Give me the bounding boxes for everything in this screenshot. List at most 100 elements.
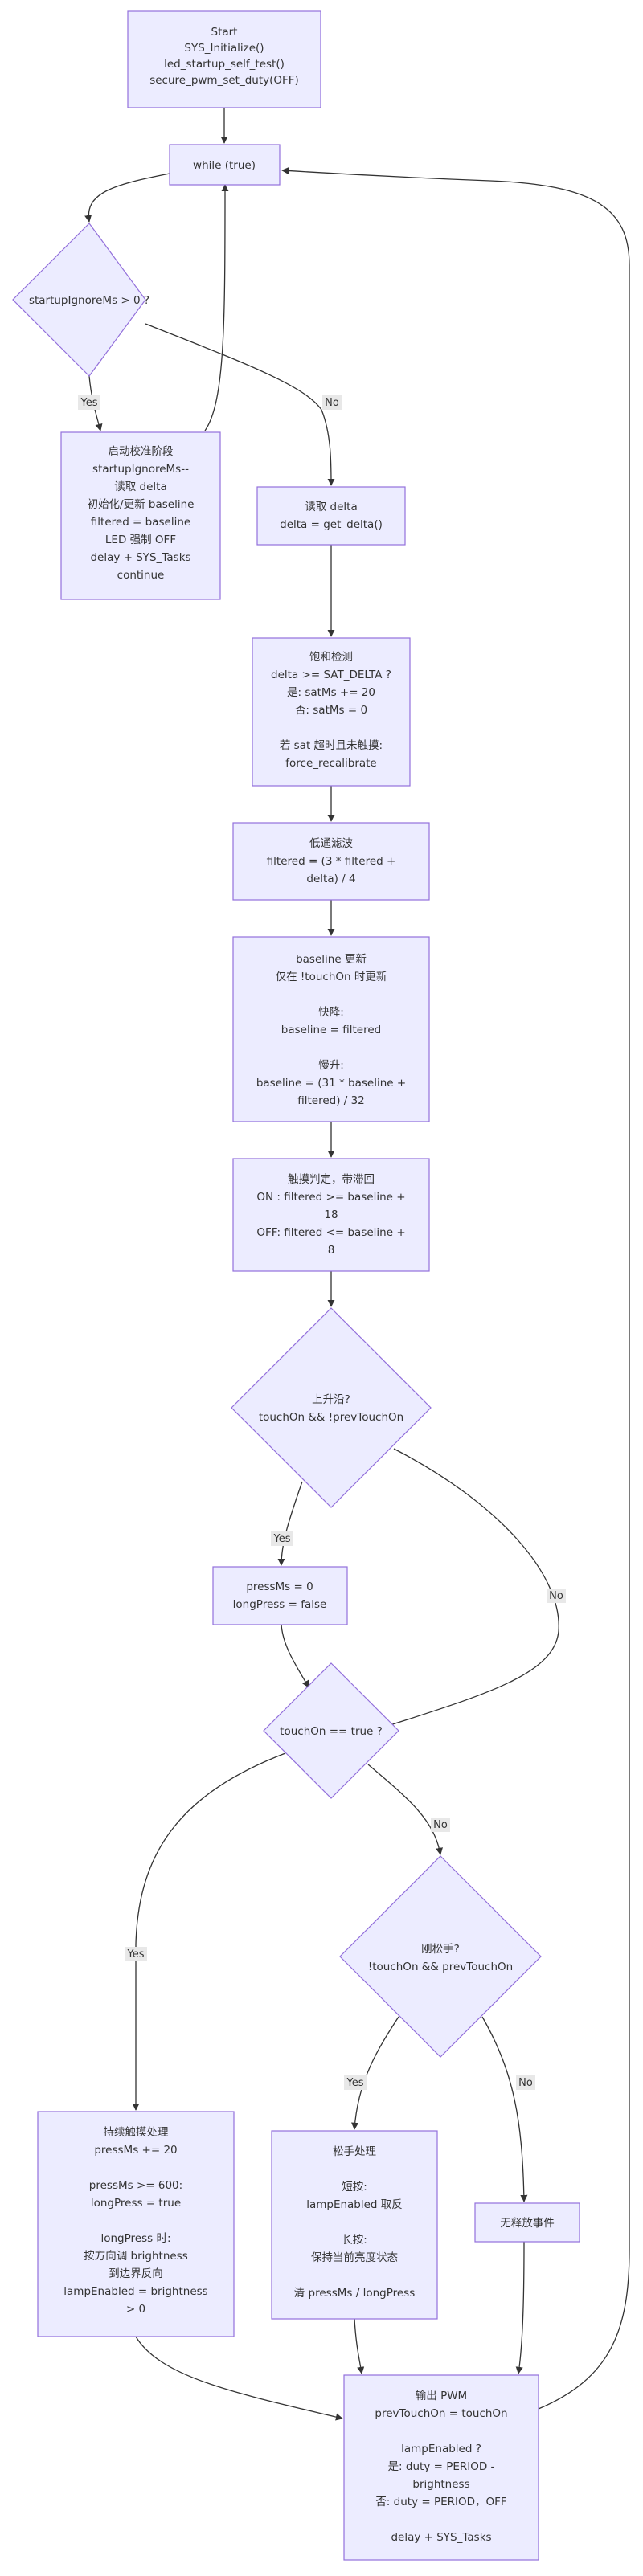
output-line: lampEnabled ? xyxy=(401,2443,481,2455)
edge-touch-no xyxy=(367,1764,443,1855)
edge-no-event-to-output xyxy=(515,2241,525,2374)
node-loop-box xyxy=(169,144,281,186)
baseline-line: 快降: xyxy=(318,1006,344,1019)
node-no-event-box xyxy=(474,2202,580,2243)
node-baseline-box xyxy=(232,936,430,1122)
edge-labels: Yes No Yes No Yes No Yes No xyxy=(78,395,566,2090)
output-line: delay + SYS_Tasks xyxy=(391,2531,491,2544)
node-no-event: 无释放事件 xyxy=(474,2202,580,2243)
startup-phase-line: 启动校准阶段 xyxy=(109,444,174,458)
touch-on-check-line: touchOn == true ? xyxy=(280,1725,383,1738)
output-line: 是: duty = PERIOD - xyxy=(388,2460,495,2473)
label-rising-no-text: No xyxy=(549,1590,563,1602)
startup-phase-line: 初始化/更新 baseline xyxy=(88,497,195,511)
node-release: 松手处理 短按:lampEnabled 取反 长按:保持当前亮度状态 清 pre… xyxy=(271,2130,438,2320)
node-touch-on-check: touchOn == true ? xyxy=(263,1662,399,1799)
label-released-no-text: No xyxy=(518,2077,533,2089)
release-line: 清 pressMs / longPress xyxy=(294,2287,415,2300)
release-line: 短按: xyxy=(342,2181,367,2194)
baseline-line xyxy=(330,988,333,1001)
saturation-line: 否: satMs = 0 xyxy=(295,704,367,717)
label-released-no: No xyxy=(516,2075,535,2090)
released-check-line: !touchOn && prevTouchOn xyxy=(368,1961,513,1973)
release-line xyxy=(353,2216,356,2229)
node-lowpass-box xyxy=(232,822,430,901)
hold-line: longPress = true xyxy=(91,2197,181,2210)
node-no-event-text: 无释放事件 xyxy=(500,2217,555,2230)
edges xyxy=(84,108,630,2421)
edge-released-no xyxy=(481,2016,528,2202)
saturation-line: force_recalibrate xyxy=(285,757,377,770)
no-event-line: 无释放事件 xyxy=(500,2217,555,2230)
release-line: lampEnabled 取反 xyxy=(306,2198,403,2211)
output-line: 输出 PWM xyxy=(416,2390,467,2402)
press-reset-line: longPress = false xyxy=(233,1598,327,1611)
node-released-check-diamond xyxy=(339,1855,542,2058)
node-read-delta-box xyxy=(256,486,406,546)
baseline-line xyxy=(330,1041,333,1054)
node-press-reset-box xyxy=(212,1566,348,1625)
node-touch-judge-box xyxy=(232,1158,430,1272)
label-startup-no: No xyxy=(322,395,342,410)
edge-released-yes xyxy=(351,2016,399,2130)
label-touch-no-bg xyxy=(431,1818,450,1832)
edge-release-to-output xyxy=(354,2318,365,2374)
hold-line: longPress 时: xyxy=(100,2232,170,2245)
output-line: 否: duty = PERIOD，OFF xyxy=(375,2496,506,2509)
edge-touch-yes xyxy=(132,1752,286,2111)
node-released-check-text: 刚松手?!touchOn && prevTouchOn xyxy=(368,1943,513,1973)
startup-phase-line: continue xyxy=(117,569,165,582)
release-line xyxy=(353,2163,356,2176)
baseline-line: baseline = filtered xyxy=(281,1024,381,1037)
node-hold-box xyxy=(37,2111,235,2337)
touch-judge-line: ON : filtered >= baseline + xyxy=(256,1191,405,1204)
node-release-text: 松手处理 短按:lampEnabled 取反 长按:保持当前亮度状态 清 pre… xyxy=(294,2145,415,2300)
node-output-text: 输出 PWM prevTouchOn = touchOn lampEnabled … xyxy=(375,2390,507,2544)
edge-output-to-loop xyxy=(281,166,630,2410)
edge-press-to-touch-check xyxy=(281,1624,309,1688)
lowpass-line: delta) / 4 xyxy=(306,873,355,885)
output-line: brightness xyxy=(412,2478,469,2491)
label-released-yes-text: Yes xyxy=(346,2077,364,2089)
saturation-line: 若 sat 超时且未触摸: xyxy=(280,739,383,752)
node-press-reset-text: pressMs = 0 longPress = false xyxy=(233,1580,327,1611)
label-startup-no-bg xyxy=(322,395,342,410)
label-touch-yes-bg xyxy=(125,1947,147,1961)
rising-edge-line: touchOn && !prevTouchOn xyxy=(259,1411,403,1424)
startup-phase-line: delay + SYS_Tasks xyxy=(90,551,190,564)
baseline-line: 仅在 !touchOn 时更新 xyxy=(276,971,387,983)
hold-line xyxy=(134,2214,137,2227)
release-line: 保持当前亮度状态 xyxy=(311,2251,398,2264)
press-reset-line: pressMs = 0 xyxy=(246,1580,313,1593)
node-saturation-box xyxy=(252,637,411,787)
label-touch-no: No xyxy=(431,1818,450,1832)
hold-line: 按方向调 brightness xyxy=(84,2250,188,2263)
hold-line: lampEnabled = brightness xyxy=(63,2285,207,2298)
startup-phase-line: LED 强制 OFF xyxy=(105,534,176,546)
label-touch-no-text: No xyxy=(433,1819,448,1831)
touch-judge-line: 8 xyxy=(328,1244,335,1257)
node-baseline-text: baseline 更新仅在 !touchOn 时更新 快降:baseline =… xyxy=(256,953,406,1107)
node-release-box xyxy=(271,2130,438,2320)
output-line: prevTouchOn = touchOn xyxy=(375,2407,507,2420)
startup-phase-line: startupIgnoreMs-- xyxy=(92,463,189,476)
saturation-line: 是: satMs += 20 xyxy=(287,686,375,699)
release-line: 松手处理 xyxy=(333,2145,376,2158)
node-start-box xyxy=(127,10,322,108)
node-rising-edge-text: 上升沿?touchOn && !prevTouchOn xyxy=(259,1393,403,1424)
touch-judge-line: 18 xyxy=(324,1208,338,1221)
output-line xyxy=(440,2513,443,2526)
saturation-line: delta >= SAT_DELTA ? xyxy=(271,669,391,681)
node-touch-on-check-diamond xyxy=(263,1662,399,1799)
